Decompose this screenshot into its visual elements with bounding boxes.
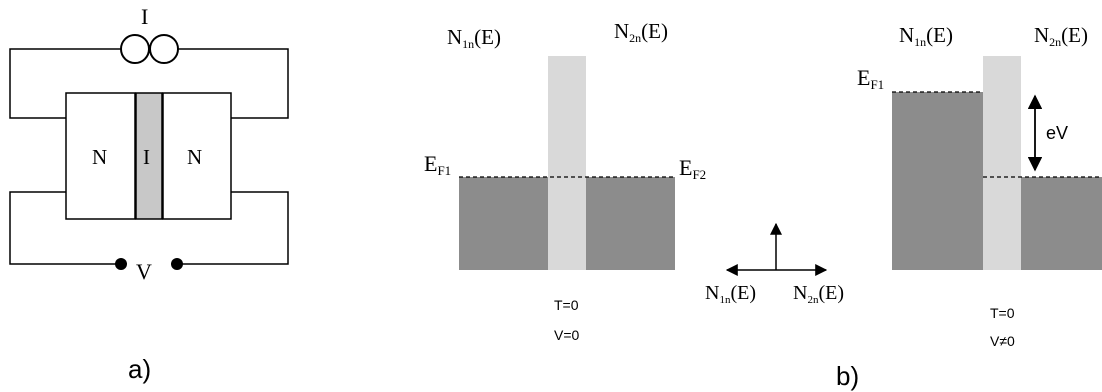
equilibrium-barrier-band [548, 56, 586, 270]
energy-shift-label: eV [1046, 123, 1068, 143]
bottom-right-wire [178, 191, 289, 265]
left-voltage-terminal [115, 258, 127, 270]
right-voltage-terminal [171, 258, 183, 270]
barrier-label: I [143, 145, 150, 169]
biased-left-filled-states [892, 92, 983, 270]
biased-voltage-label: V≠0 [990, 333, 1015, 349]
right-electrode-label: N [187, 145, 202, 169]
left-electrode-label: N [92, 145, 107, 169]
panel-b-caption: b) [836, 361, 859, 391]
left-electrode-block [65, 92, 136, 220]
panel-a-caption: a) [128, 354, 151, 384]
biased-barrier-band [983, 56, 1021, 270]
current-source-label: I [141, 4, 148, 29]
panel-b-equilibrium: N1n(E) N2n(E) EF1 EF2 T=0 V=0 [424, 19, 706, 343]
axes-legend-left-label: N1n(E) [705, 282, 756, 306]
panel-b-axes-legend: N1n(E) N2n(E) [705, 222, 844, 306]
equilibrium-voltage-label: V=0 [554, 327, 580, 343]
bottom-left-wire [9, 191, 120, 265]
voltage-label: V [136, 259, 152, 284]
insulator-barrier-block [135, 92, 163, 220]
axes-legend-right-label: N2n(E) [793, 282, 844, 306]
equilibrium-dos-left-label: N1n(E) [447, 25, 501, 51]
equilibrium-temperature-label: T=0 [554, 297, 579, 313]
equilibrium-dos-right-label: N2n(E) [614, 19, 668, 45]
panel-b-biased: N1n(E) N2n(E) EF1 eV T=0 V≠0 [857, 23, 1102, 349]
equilibrium-left-filled-states [459, 177, 548, 270]
top-left-wire [9, 48, 121, 119]
biased-dos-left-label: N1n(E) [899, 23, 953, 49]
biased-temperature-label: T=0 [990, 305, 1015, 321]
biased-right-filled-states [1021, 177, 1102, 270]
equilibrium-right-filled-states [586, 177, 675, 270]
equilibrium-fermi-right-label: EF2 [679, 155, 706, 182]
current-source-left-coil [120, 34, 150, 64]
right-electrode-block [162, 92, 232, 220]
equilibrium-fermi-left-label: EF1 [424, 151, 451, 178]
biased-dos-right-label: N2n(E) [1034, 23, 1088, 49]
biased-fermi-left-label: EF1 [857, 65, 884, 92]
panel-a-circuit: I N I N V a) [9, 4, 289, 384]
top-right-wire [178, 48, 289, 119]
current-source-right-coil [149, 34, 179, 64]
